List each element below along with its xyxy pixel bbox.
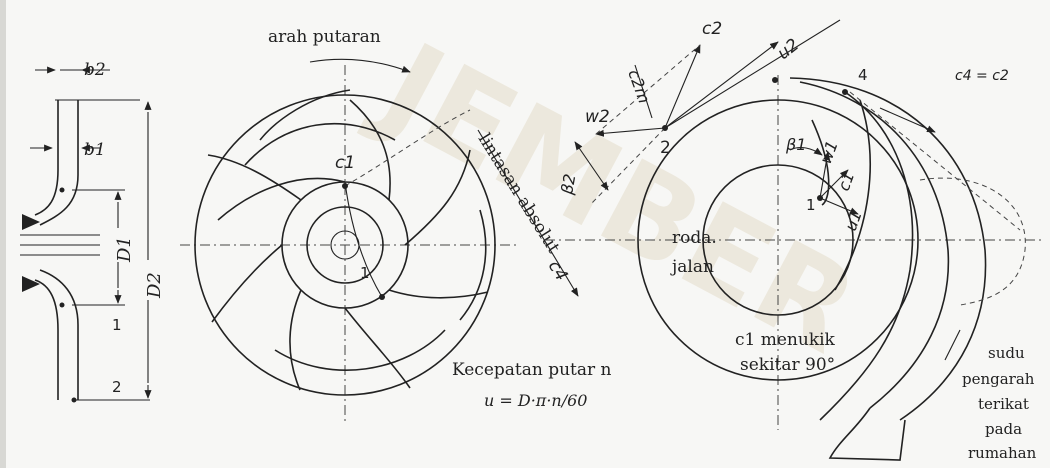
- inlet-arrow-bottom: [22, 276, 40, 292]
- c2-arrow: [664, 44, 701, 129]
- volute-dashed: [919, 177, 1026, 306]
- outer-shroud-top: [34, 100, 59, 216]
- vel-label-2: 2: [660, 138, 671, 158]
- label-c1-menukik: c1 menukik: [735, 330, 836, 350]
- c4-direction-dashed: [849, 91, 1021, 231]
- label-rumahan: rumahan: [968, 444, 1037, 462]
- relative-path: [344, 181, 383, 298]
- casing-guide-vane: [819, 91, 914, 421]
- blade-outer-curve-bottom: [274, 329, 446, 371]
- label-kecepatan-putar: Kecepatan putar n: [452, 360, 612, 380]
- w1-arrow: [819, 151, 831, 199]
- beta1-arc: [789, 146, 823, 156]
- outer-shroud-bottom: [34, 279, 59, 400]
- runner-blade-2: [811, 119, 830, 206]
- u1-arrow: [819, 197, 859, 215]
- runner-blade-1: [834, 99, 871, 291]
- vel-label-beta1: β1: [785, 135, 806, 154]
- vel-label-c1: c1: [834, 169, 858, 193]
- vel-label-4: 4: [858, 66, 868, 84]
- c1-arrow: [819, 169, 849, 199]
- label-b2: b2: [84, 60, 106, 80]
- c4-arrow: [477, 129, 579, 297]
- runner-outer-circle: [637, 99, 919, 381]
- label-jalan: jalan: [670, 257, 714, 277]
- vel-label-u1: u1: [841, 208, 866, 234]
- vel-label-c2: c2: [702, 19, 722, 39]
- label-terikat: terikat: [978, 395, 1029, 413]
- runner-inner-circle: [702, 164, 854, 316]
- label-sudu: sudu: [988, 344, 1025, 362]
- rotation-arrow: [309, 58, 411, 73]
- front-hub-circle: [306, 206, 384, 284]
- blade-outer-curve-topleft: [259, 89, 351, 141]
- vel-label-beta2: β2: [557, 172, 579, 196]
- vel-point-1: [817, 195, 823, 201]
- vel-label-w1: w1: [816, 138, 842, 166]
- section-label-1: 1: [112, 316, 122, 334]
- page-edge: [0, 0, 6, 468]
- watermark-text: JEMBER: [354, 14, 877, 380]
- blade-outer-curve-top: [244, 123, 396, 166]
- u2-extension-line: [664, 19, 841, 129]
- section-label-2: 2: [112, 378, 122, 396]
- inner-shroud-bottom: [39, 269, 79, 400]
- label-D1: D1: [114, 236, 135, 263]
- section-point-lower: [59, 302, 65, 308]
- u2-arrow: [664, 41, 779, 129]
- inner-shroud-top: [39, 100, 79, 226]
- absolute-path-dashed: [344, 109, 471, 187]
- label-roda: roda.: [672, 228, 717, 248]
- vel-point-2: [662, 125, 668, 131]
- casing-outer-1: [789, 77, 987, 421]
- section-point-upper: [59, 187, 65, 193]
- vel-point-top: [772, 77, 778, 83]
- label-D2: D2: [144, 272, 165, 299]
- front-blades: [207, 99, 489, 391]
- front-label-1: 1: [360, 264, 370, 282]
- vel-label-u2: u2: [774, 35, 803, 64]
- inlet-arrow-top: [22, 214, 40, 230]
- w2-closing-line: [595, 44, 701, 135]
- vel-point-4: [842, 89, 848, 95]
- vel-label-1: 1: [806, 196, 816, 214]
- label-pengarah: pengarah: [962, 370, 1035, 388]
- c4-outlet-arrow: [879, 107, 936, 133]
- vel-label-c2m: c2m: [624, 67, 654, 106]
- beta2-arc: [574, 141, 609, 191]
- velocity-diagram-view: c2 u2 c2m w2 2 β2 β1 w1 c1 u1 1 4 c4 = c…: [545, 19, 1045, 462]
- label-pada: pada: [985, 420, 1022, 438]
- blade-outer-curve-right: [459, 209, 487, 321]
- w2-arrow: [595, 127, 666, 137]
- vel-label-c4-eq-c2: c4 = c2: [955, 68, 1009, 84]
- label-formula: u = D·π·n/60: [484, 391, 587, 410]
- vel-label-w2: w2: [585, 107, 610, 127]
- front-point-1: [379, 294, 385, 300]
- impeller-section-view: b2 b1 D1 D2 1 2: [20, 60, 165, 403]
- front-outer-circle: [194, 94, 496, 396]
- label-arah-putaran: arah putaran: [268, 27, 381, 47]
- vane-leader-line: [944, 329, 961, 361]
- c2m-dimension-line: [634, 64, 653, 119]
- label-sekitar-90: sekitar 90°: [740, 355, 835, 375]
- front-point-c1: [342, 183, 348, 189]
- front-label-c1: c1: [335, 153, 355, 173]
- label-b1: b1: [84, 140, 106, 160]
- front-label-c4: c4: [544, 257, 572, 285]
- section-point-2: [71, 397, 77, 403]
- guide-vane-tail: [828, 407, 906, 461]
